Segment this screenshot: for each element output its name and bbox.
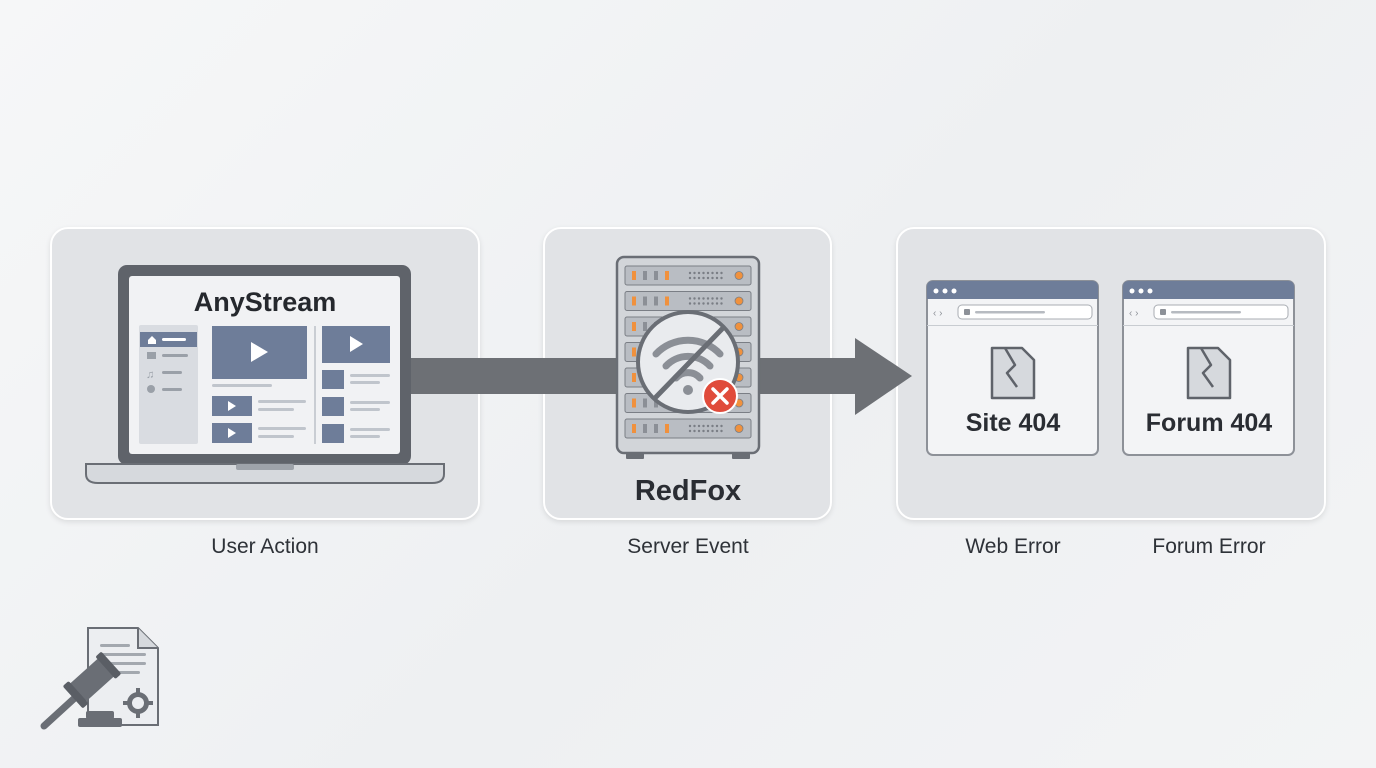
rack-unit: [624, 265, 752, 286]
rack-unit: [624, 291, 752, 311]
error-x-icon: [702, 378, 738, 414]
gear-icon: [123, 688, 153, 718]
app-sidebar: ♫: [139, 325, 198, 444]
svg-text:‹ ›: ‹ ›: [1129, 308, 1138, 319]
browser-window-forum: ‹ › Forum 404: [1122, 280, 1295, 456]
caption-web-error: Web Error: [965, 535, 1061, 558]
app-title: AnyStream: [194, 287, 337, 317]
caption-forum-error: Forum Error: [1152, 535, 1266, 558]
caption-user-action: User Action: [211, 535, 319, 558]
gavel-icon: [40, 652, 122, 730]
svg-text:‹ ›: ‹ ›: [933, 308, 942, 319]
server-name: RedFox: [635, 475, 741, 507]
broken-file-icon: [990, 346, 1036, 400]
forum-404-label: Forum 404: [1146, 409, 1273, 437]
svg-text:♫: ♫: [146, 369, 154, 381]
laptop-icon: AnyStream ♫: [85, 265, 445, 484]
rack-unit: [624, 418, 752, 439]
site-404-label: Site 404: [966, 409, 1061, 437]
caption-server-event: Server Event: [627, 535, 749, 558]
broken-file-icon: [1186, 346, 1232, 400]
browser-window-site: ‹ › Site 404: [926, 280, 1099, 456]
legal-icon: [40, 627, 159, 730]
